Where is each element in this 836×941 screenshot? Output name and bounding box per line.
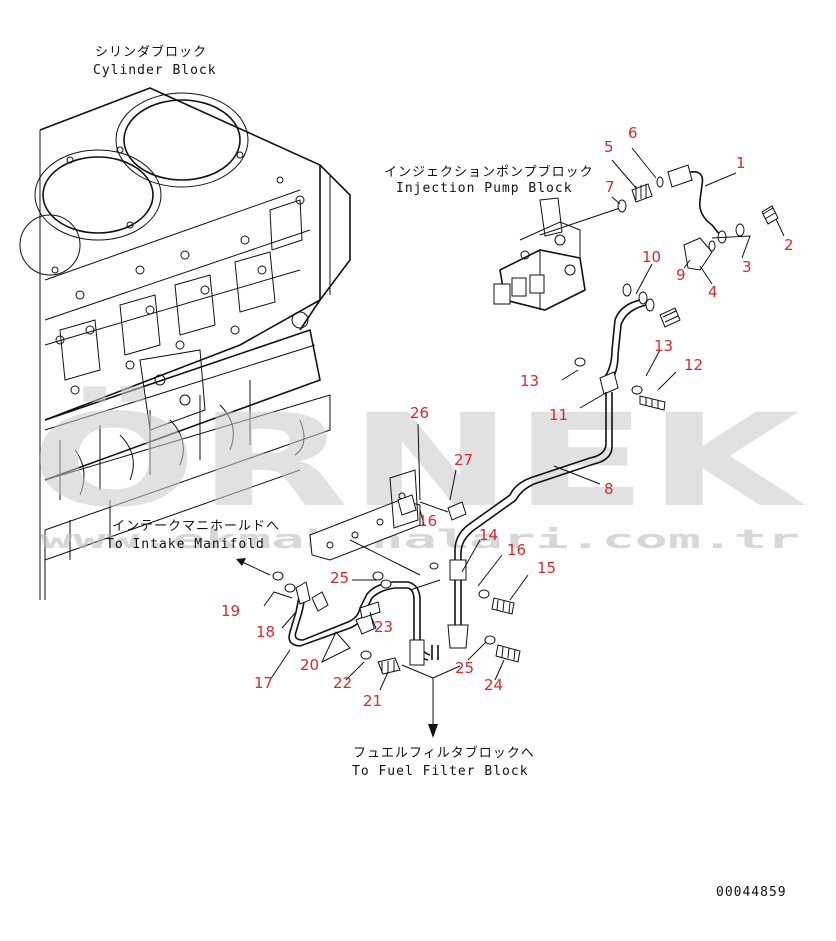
callout-26: 26 bbox=[410, 404, 429, 422]
callouts: 1 2 3 4 5 6 7 8 9 10 11 12 13 13 14 15 1… bbox=[221, 124, 794, 710]
callout-11: 11 bbox=[549, 406, 568, 424]
pump-lower-fittings bbox=[622, 283, 681, 328]
callout-18: 18 bbox=[256, 623, 275, 641]
drawing-number: 00044859 bbox=[716, 885, 787, 900]
intake-manifold-label-en: To Intake Manifold bbox=[106, 537, 265, 552]
upper-fittings bbox=[539, 164, 779, 271]
fuel-filter-label-jp: フュエルフィルタブロックへ bbox=[353, 745, 535, 761]
callout-27: 27 bbox=[454, 451, 473, 469]
callout-16b: 16 bbox=[507, 541, 526, 559]
callout-8: 8 bbox=[604, 480, 614, 498]
injection-pump-label-en: Injection Pump Block bbox=[396, 181, 573, 196]
intake-manifold-label-jp: インテークマニホールドへ bbox=[112, 519, 280, 534]
callout-9: 9 bbox=[676, 266, 686, 284]
callout-6: 6 bbox=[628, 124, 638, 142]
fuel-filter-label-en: To Fuel Filter Block bbox=[352, 764, 529, 779]
fuel-filter-arrow bbox=[401, 664, 461, 738]
watermark-url: www.ekmakinalari.com.tr bbox=[40, 525, 800, 555]
leader-lines bbox=[263, 147, 785, 691]
callout-4: 4 bbox=[708, 283, 718, 301]
cylinder-block-drawing bbox=[19, 87, 351, 600]
callout-12: 12 bbox=[684, 356, 703, 374]
callout-23: 23 bbox=[374, 618, 393, 636]
injection-pump-label: インジェクションポンプブロック Injection Pump Block bbox=[384, 164, 594, 196]
intake-pipes bbox=[272, 571, 521, 675]
callout-1: 1 bbox=[736, 154, 746, 172]
callout-20: 20 bbox=[300, 656, 319, 674]
callout-3: 3 bbox=[742, 258, 752, 276]
callout-2: 2 bbox=[784, 236, 794, 254]
callout-19: 19 bbox=[221, 602, 240, 620]
fuel-filter-label: フュエルフィルタブロックへ To Fuel Filter Block bbox=[352, 745, 535, 779]
injection-pump-label-jp: インジェクションポンプブロック bbox=[384, 164, 594, 180]
injection-pump-block-drawing bbox=[493, 197, 586, 311]
callout-10: 10 bbox=[642, 248, 661, 266]
callout-5: 5 bbox=[604, 138, 614, 156]
callout-25b: 25 bbox=[455, 659, 474, 677]
callout-13a: 13 bbox=[520, 372, 539, 390]
callout-17: 17 bbox=[254, 674, 273, 692]
callout-13b: 13 bbox=[654, 337, 673, 355]
callout-21: 21 bbox=[363, 692, 382, 710]
intake-manifold-arrow bbox=[236, 558, 271, 576]
bracket-assembly bbox=[309, 469, 467, 576]
intake-manifold-label: インテークマニホールドへ To Intake Manifold bbox=[106, 519, 280, 552]
fuel-pipes bbox=[409, 299, 666, 666]
cylinder-block-label-en: Cylinder Block bbox=[93, 63, 217, 78]
callout-22: 22 bbox=[333, 674, 352, 692]
callout-24: 24 bbox=[484, 676, 503, 694]
cylinder-block-label-jp: シリンダブロック bbox=[95, 44, 207, 60]
callout-25a: 25 bbox=[330, 569, 349, 587]
callout-16a: 16 bbox=[418, 512, 437, 530]
callout-15: 15 bbox=[537, 559, 556, 577]
callout-14: 14 bbox=[479, 526, 498, 544]
callout-7: 7 bbox=[605, 178, 615, 196]
cylinder-block-label: シリンダブロック Cylinder Block bbox=[93, 44, 217, 78]
